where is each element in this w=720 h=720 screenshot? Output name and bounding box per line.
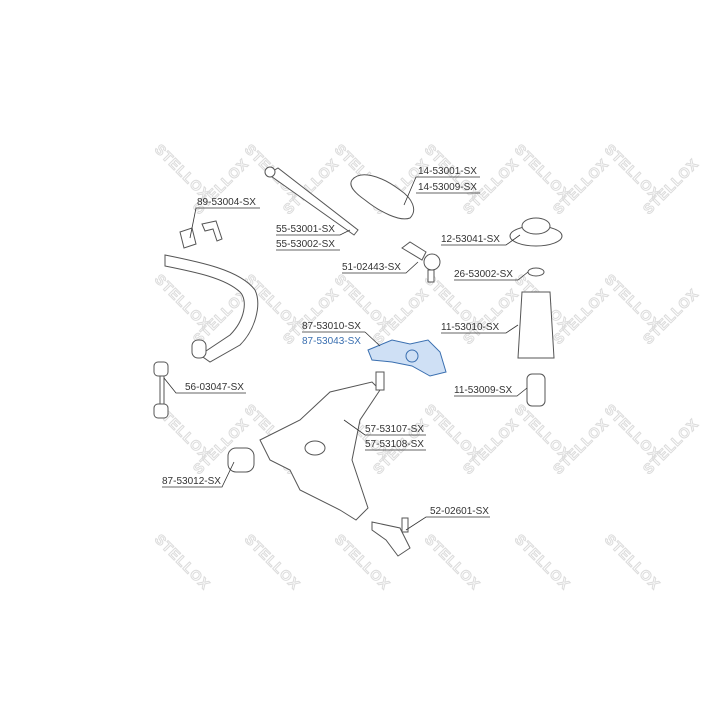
label-12-53041: 12-53041-SX bbox=[441, 234, 500, 245]
watermark-logo: STELLOX bbox=[602, 531, 664, 593]
strut-bearing bbox=[527, 267, 545, 277]
label-11-53009: 11-53009-SX bbox=[454, 385, 513, 396]
stabilizer-link bbox=[153, 361, 169, 419]
label-26-53002: 26-53002-SX bbox=[454, 269, 513, 280]
label-11-53010: 11-53010-SX bbox=[441, 322, 500, 333]
watermark-logo: STELLOX bbox=[422, 531, 484, 593]
control-arm-bracket bbox=[367, 339, 447, 377]
stabilizer-bar bbox=[164, 254, 259, 363]
arm-bushing bbox=[227, 447, 255, 473]
control-arm-stud bbox=[375, 371, 385, 391]
leader-lines bbox=[162, 176, 529, 531]
bump-stop bbox=[526, 373, 546, 407]
watermark-logo: STELLOX bbox=[152, 531, 214, 593]
label-55-53002: 55-53002-SX bbox=[276, 239, 335, 250]
ball-joint bbox=[371, 517, 411, 557]
dust-boot bbox=[517, 291, 555, 359]
label-52-02601: 52-02601-SX bbox=[430, 506, 489, 517]
label-87-53010: 87-53010-SX bbox=[302, 321, 361, 332]
stabilizer-bushing bbox=[179, 220, 223, 249]
label-56-03047: 56-03047-SX bbox=[185, 382, 244, 393]
label-57-53108: 57-53108-SX bbox=[365, 439, 424, 450]
arm-hole bbox=[304, 440, 326, 456]
label-87-53043: 87-53043-SX bbox=[302, 336, 361, 347]
strut-mount bbox=[509, 217, 563, 247]
watermark-logo: STELLOX bbox=[512, 531, 574, 593]
label-14-53009: 14-53009-SX bbox=[418, 182, 477, 193]
label-57-53107: 57-53107-SX bbox=[365, 424, 424, 435]
label-51-02443: 51-02443-SX bbox=[342, 262, 401, 273]
label-55-53001: 55-53001-SX bbox=[276, 224, 335, 235]
watermark-logo: STELLOX bbox=[242, 531, 304, 593]
label-14-53001: 14-53001-SX bbox=[418, 166, 477, 177]
watermark-logo: STELLOX bbox=[332, 531, 394, 593]
stabilizer-bushing-ring bbox=[191, 339, 207, 359]
inner-tie-rod bbox=[264, 166, 359, 236]
label-87-53012: 87-53012-SX bbox=[162, 476, 221, 487]
steering-boot bbox=[350, 174, 415, 220]
label-89-53004: 89-53004-SX bbox=[197, 197, 256, 208]
tie-rod-end bbox=[401, 241, 441, 283]
